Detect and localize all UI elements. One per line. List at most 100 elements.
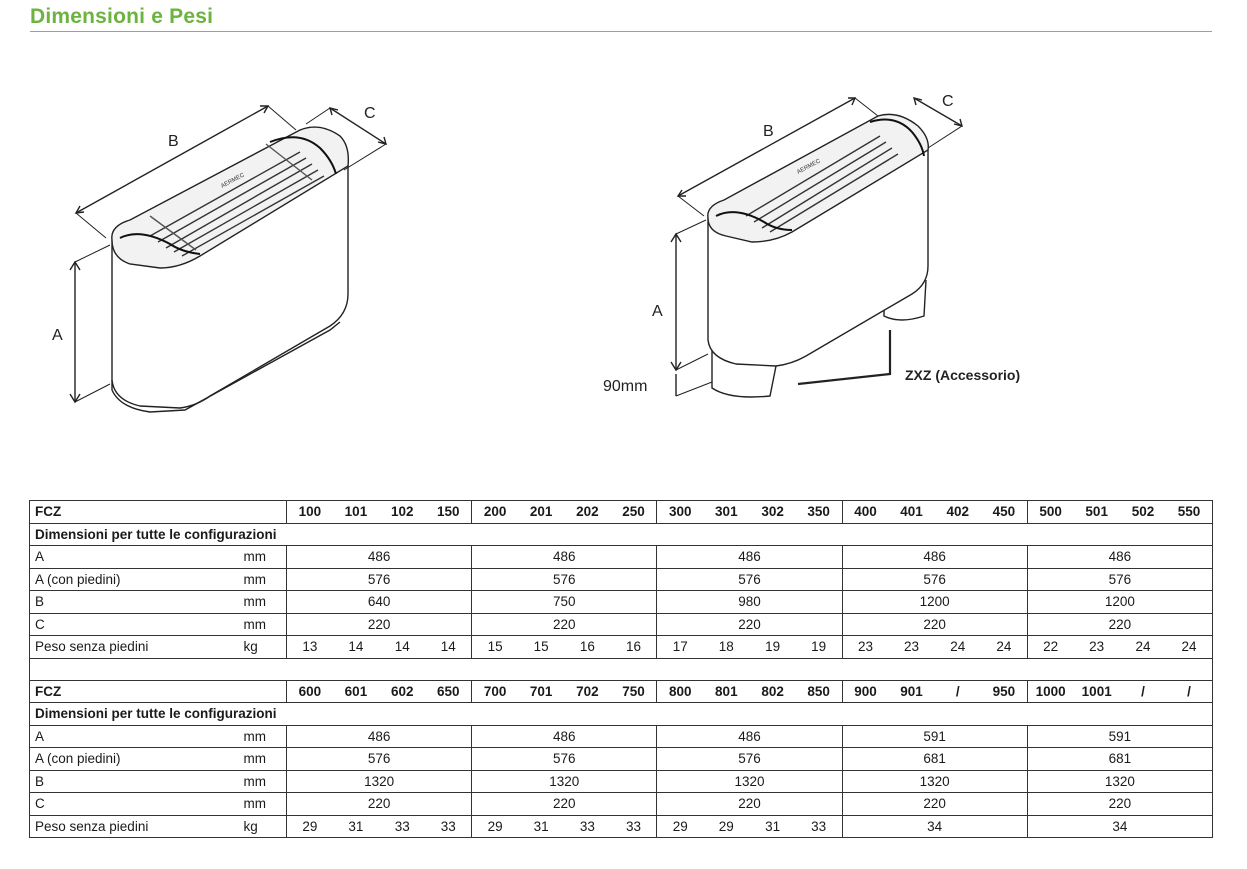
weight-value: 31 (332, 814, 380, 838)
model-number: 601 (332, 679, 380, 703)
right-dim-c-label: C (942, 93, 954, 110)
dimension-value: 220 (1026, 612, 1213, 636)
model-number: 502 (1119, 500, 1167, 524)
weight-value: 24 (980, 635, 1028, 659)
dimension-label: C (29, 792, 238, 816)
model-number: 602 (379, 679, 426, 703)
right-dim-b-label: B (763, 123, 774, 140)
dimension-label: A (29, 545, 238, 569)
weight-value: 19 (795, 635, 843, 659)
left-unit-drawing (69, 105, 388, 413)
weight-label: Peso senza piedini (29, 814, 238, 838)
model-number: 250 (610, 500, 658, 524)
dimension-value: 576 (1026, 567, 1213, 591)
dimension-value: 576 (656, 567, 843, 591)
model-number: / (1166, 679, 1213, 703)
model-number: 101 (332, 500, 380, 524)
dimension-value: 576 (471, 567, 658, 591)
dimension-label: B (29, 769, 238, 793)
left-dim-b-label: B (168, 133, 179, 150)
weight-value: 24 (934, 635, 981, 659)
weight-value: 24 (1119, 635, 1167, 659)
dimension-value: 220 (471, 792, 658, 816)
dimension-value: 486 (285, 724, 473, 748)
dimension-value: 1200 (841, 590, 1028, 614)
weight-value: 16 (564, 635, 611, 659)
model-number: 900 (841, 679, 889, 703)
page-title: Dimensioni e Pesi (30, 5, 214, 28)
dimension-value: 576 (285, 567, 473, 591)
weight-value: 31 (749, 814, 796, 838)
dimension-value: 576 (285, 747, 473, 771)
dimension-value: 486 (285, 545, 473, 569)
accessory-label: ZXZ (Accessorio) (905, 367, 1020, 383)
model-number: 600 (285, 679, 333, 703)
dimension-value: 576 (656, 747, 843, 771)
model-number: 201 (517, 500, 565, 524)
weight-value: 33 (610, 814, 658, 838)
table-spacer (29, 657, 1213, 681)
dimension-unit: mm (237, 590, 287, 614)
weight-value: 29 (471, 814, 518, 838)
model-number: 901 (888, 679, 935, 703)
weight-value: 23 (841, 635, 889, 659)
dimension-unit: mm (237, 747, 287, 771)
dimension-value: 681 (841, 747, 1028, 771)
model-number: 950 (980, 679, 1028, 703)
dimension-label: A (29, 724, 238, 748)
dimension-label: A (con piedini) (29, 567, 238, 591)
dimension-unit: mm (237, 792, 287, 816)
spacer-cell (29, 657, 1213, 681)
weight-value: 14 (332, 635, 380, 659)
dimension-value: 591 (841, 724, 1028, 748)
dimension-value: 486 (656, 545, 843, 569)
weight-value: 15 (471, 635, 518, 659)
dimension-value: 486 (656, 724, 843, 748)
weight-value: 31 (517, 814, 565, 838)
weight-value: 13 (285, 635, 333, 659)
model-number: 1001 (1073, 679, 1120, 703)
weight-value: 14 (379, 635, 426, 659)
model-number: 750 (610, 679, 658, 703)
model-number: 301 (703, 500, 750, 524)
dimension-value: 591 (1026, 724, 1213, 748)
model-number: 801 (703, 679, 750, 703)
dimension-value: 1320 (285, 769, 473, 793)
dimension-value: 1320 (1026, 769, 1213, 793)
dimension-value: 220 (1026, 792, 1213, 816)
model-number: 500 (1026, 500, 1074, 524)
right-dim-a-label: A (652, 303, 663, 320)
dimension-unit: mm (237, 545, 287, 569)
weight-value: 24 (1166, 635, 1213, 659)
model-number: 800 (656, 679, 704, 703)
model-number: 400 (841, 500, 889, 524)
weight-value: 33 (379, 814, 426, 838)
dimension-unit: mm (237, 567, 287, 591)
dimension-value: 220 (656, 612, 843, 636)
model-number: 401 (888, 500, 935, 524)
title-divider (30, 31, 1212, 32)
model-number: 501 (1073, 500, 1120, 524)
dimension-value: 220 (285, 612, 473, 636)
weight-value: 34 (1026, 814, 1213, 838)
dimension-drawings: A B C AERMEC A B C (52, 93, 1020, 413)
dimension-value: 486 (471, 545, 658, 569)
dimension-value: 220 (285, 792, 473, 816)
weight-value: 23 (888, 635, 935, 659)
model-number: / (1119, 679, 1167, 703)
model-number: 450 (980, 500, 1028, 524)
model-number: 550 (1166, 500, 1213, 524)
model-number: 300 (656, 500, 704, 524)
dimension-label: C (29, 612, 238, 636)
weight-value: 15 (517, 635, 565, 659)
weight-unit: kg (237, 814, 287, 838)
dimension-value: 1320 (656, 769, 843, 793)
model-number: 100 (285, 500, 333, 524)
weight-label: Peso senza piedini (29, 635, 238, 659)
dimension-value: 486 (1026, 545, 1213, 569)
